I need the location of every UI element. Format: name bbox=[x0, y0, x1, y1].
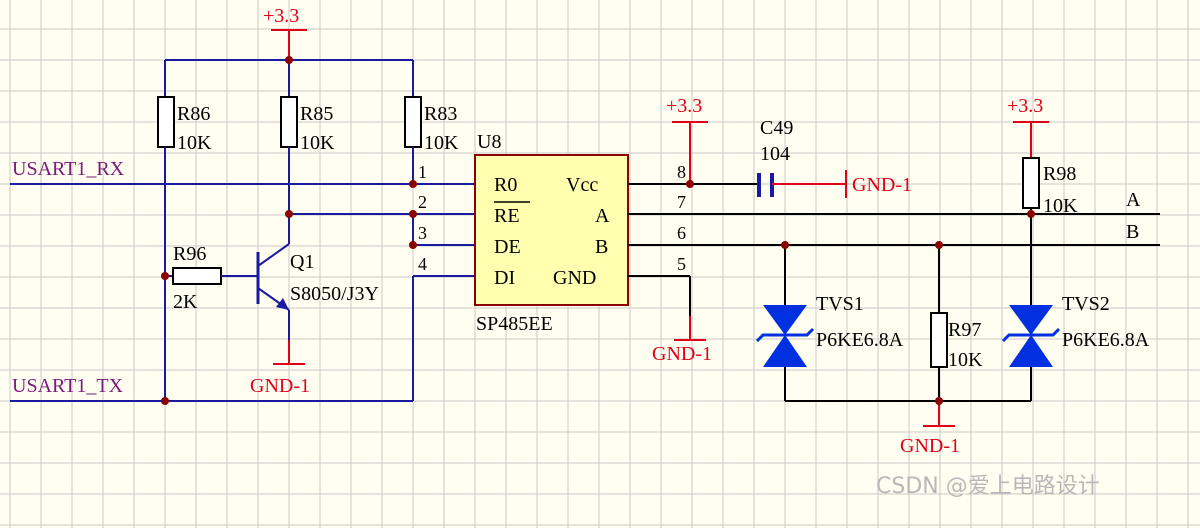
resistor-r96 bbox=[172, 267, 222, 285]
q1-part: S8050/J3Y bbox=[290, 283, 379, 305]
junction-dot bbox=[1027, 210, 1035, 218]
junction-dot bbox=[935, 241, 943, 249]
gnd-label-c49: GND-1 bbox=[852, 174, 912, 196]
ic-ref: U8 bbox=[477, 131, 501, 153]
r85-value: 10K bbox=[300, 132, 335, 154]
r96-ref: R96 bbox=[173, 243, 206, 265]
tvs1-ref: TVS1 bbox=[816, 293, 864, 315]
resistor-r86 bbox=[157, 96, 175, 148]
pin-num-3: 3 bbox=[418, 223, 427, 243]
c49-value: 104 bbox=[760, 143, 790, 165]
resistor-r85 bbox=[280, 96, 298, 148]
c49-ref: C49 bbox=[760, 117, 793, 139]
net-label-rx: USART1_RX bbox=[12, 158, 125, 180]
net-label-a: A bbox=[1126, 189, 1141, 211]
r86-ref: R86 bbox=[177, 103, 210, 125]
pin-name-di: DI bbox=[494, 267, 515, 289]
net-label-b: B bbox=[1126, 221, 1139, 243]
vcc-label-r98: +3.3 bbox=[1007, 95, 1043, 117]
pin-num-1: 1 bbox=[418, 162, 427, 182]
junction-dot bbox=[409, 210, 417, 218]
gnd-label-q1: GND-1 bbox=[250, 375, 310, 397]
pin-name-a: A bbox=[595, 205, 610, 227]
junction-dot bbox=[686, 180, 694, 188]
tvs2-ref: TVS2 bbox=[1062, 293, 1110, 315]
pin-num-7: 7 bbox=[677, 192, 686, 212]
net-label-tx: USART1_TX bbox=[12, 375, 124, 397]
junction-dot bbox=[409, 241, 417, 249]
pin-name-re: RE bbox=[494, 205, 520, 227]
junction-dot bbox=[285, 210, 293, 218]
r86-value: 10K bbox=[177, 132, 212, 154]
pin-name-vcc: Vcc bbox=[566, 174, 598, 196]
pin-num-8: 8 bbox=[677, 162, 686, 182]
gnd-label-bottom: GND-1 bbox=[900, 435, 960, 457]
pin-name-r0: R0 bbox=[494, 174, 517, 196]
q1-ref: Q1 bbox=[290, 251, 314, 273]
watermark: CSDN @爱上电路设计 bbox=[876, 474, 1100, 499]
ic-part: SP485EE bbox=[476, 313, 553, 335]
pin-num-6: 6 bbox=[677, 223, 686, 243]
pin-num-5: 5 bbox=[677, 254, 686, 274]
r98-value: 10K bbox=[1043, 195, 1078, 217]
transistor-q1 bbox=[256, 238, 290, 340]
pin-name-gnd: GND bbox=[553, 267, 596, 289]
junction-dot bbox=[935, 397, 943, 405]
r98-ref: R98 bbox=[1043, 163, 1076, 185]
vcc-label-ic: +3.3 bbox=[666, 95, 702, 117]
junction-dot bbox=[285, 56, 293, 64]
r97-ref: R97 bbox=[948, 319, 981, 341]
pin-name-de: DE bbox=[494, 236, 521, 258]
r83-value: 10K bbox=[424, 132, 459, 154]
diode-tvs2 bbox=[1001, 305, 1061, 367]
pin-name-b: B bbox=[595, 236, 608, 258]
diode-tvs1 bbox=[755, 305, 815, 367]
ic-u8 bbox=[474, 154, 629, 306]
resistor-r98 bbox=[1022, 157, 1040, 209]
resistor-r83 bbox=[404, 96, 422, 148]
pin-num-2: 2 bbox=[418, 192, 427, 212]
junction-dot bbox=[409, 180, 417, 188]
junction-dot bbox=[161, 272, 169, 280]
r96-value: 2K bbox=[173, 291, 198, 313]
r85-ref: R85 bbox=[300, 103, 333, 125]
pin-num-4: 4 bbox=[418, 254, 427, 274]
r97-value: 10K bbox=[948, 349, 983, 371]
junction-dot bbox=[161, 397, 169, 405]
tvs1-part: P6KE6.8A bbox=[816, 329, 904, 351]
gnd-label-ic: GND-1 bbox=[652, 343, 712, 365]
vcc-label-top: +3.3 bbox=[263, 5, 299, 27]
tvs2-part: P6KE6.8A bbox=[1062, 329, 1150, 351]
junction-dot bbox=[781, 241, 789, 249]
r83-ref: R83 bbox=[424, 103, 457, 125]
resistor-r97 bbox=[930, 312, 948, 368]
junctions bbox=[161, 56, 1035, 405]
